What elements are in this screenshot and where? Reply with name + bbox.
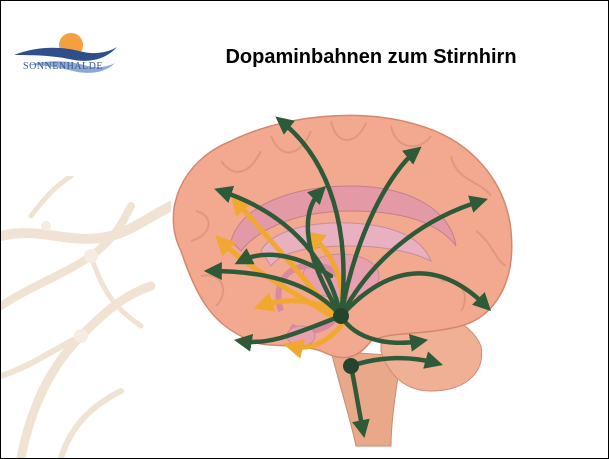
brain-diagram: [141, 101, 521, 451]
slide-title: Dopaminbahnen zum Stirnhirn: [151, 46, 591, 69]
sonnenhalde-logo: [9, 25, 119, 95]
logo-wave-dark: [14, 47, 117, 61]
logo-text: SONNENHALDE: [11, 61, 115, 72]
brainstem-nucleus: [343, 358, 359, 374]
vta-nucleus: [333, 308, 349, 324]
